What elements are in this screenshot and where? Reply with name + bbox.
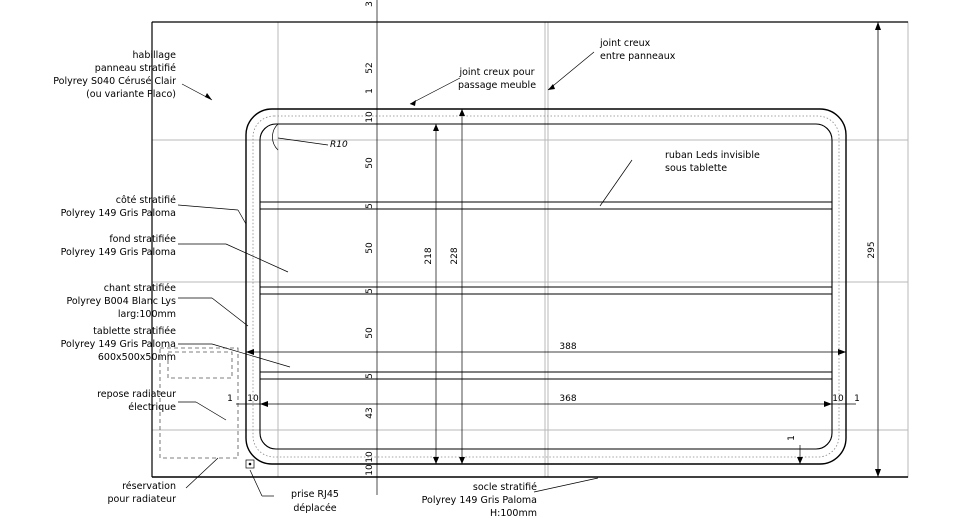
dim-right-10: 10 [832, 394, 844, 404]
dim-52: 52 [365, 62, 375, 73]
label-chant: chant stratifiée Polyrey B004 Blanc Lys … [66, 283, 176, 320]
dim-5-c: 5 [365, 373, 375, 379]
label-habillage: habillage panneau stratifié Polyrey S040… [53, 50, 176, 100]
svg-text:passage meuble: passage meuble [458, 80, 536, 91]
label-tablette: tablette stratifiée Polyrey 149 Gris Pal… [61, 326, 176, 363]
svg-text:Polyrey B004 Blanc Lys: Polyrey B004 Blanc Lys [66, 296, 176, 307]
dim-right-1: 1 [854, 394, 860, 404]
vertical-dimension-chain [372, 0, 382, 495]
dim-10-c: 10 [365, 464, 375, 476]
dim-1: 1 [365, 88, 375, 94]
arrow-joint-passage [410, 100, 416, 106]
svg-text:ruban Leds invisible: ruban Leds invisible [665, 150, 760, 161]
dim-5-a: 5 [365, 203, 375, 209]
svg-text:tablette stratifiée: tablette stratifiée [93, 326, 176, 337]
svg-text:H:100mm: H:100mm [490, 508, 537, 518]
svg-text:chant stratifiée: chant stratifiée [104, 283, 176, 294]
svg-text:(ou variante Placo): (ou variante Placo) [86, 89, 176, 100]
svg-text:pour radiateur: pour radiateur [107, 494, 176, 505]
svg-text:socle stratifié: socle stratifié [473, 482, 537, 493]
radius-leader [277, 137, 329, 146]
svg-text:600x500x50mm: 600x500x50mm [98, 352, 176, 363]
arrow-habillage [205, 93, 212, 100]
dim-bottom-1-arrow [797, 457, 803, 464]
svg-text:Polyrey 149 Gris Paloma: Polyrey 149 Gris Paloma [61, 247, 176, 258]
svg-text:électrique: électrique [128, 402, 176, 413]
svg-text:Polyrey 149 Gris Paloma: Polyrey 149 Gris Paloma [422, 495, 537, 506]
svg-text:côté stratifié: côté stratifié [116, 195, 176, 206]
svg-text:repose radiateur: repose radiateur [97, 389, 176, 400]
label-joint-panneaux: joint creux entre panneaux [599, 38, 676, 62]
svg-text:entre panneaux: entre panneaux [600, 51, 676, 62]
svg-text:larg:100mm: larg:100mm [118, 309, 176, 320]
radius-arc [272, 123, 279, 151]
dim-left-10: 10 [247, 394, 259, 404]
dim-295: 295 [867, 241, 877, 258]
dim-228: 228 [450, 247, 460, 264]
radius-label: R10 [330, 140, 348, 150]
svg-text:joint creux: joint creux [599, 38, 651, 49]
svg-text:joint creux pour: joint creux pour [458, 67, 534, 78]
vertical-dimension-texts: 3 52 1 10 50 5 50 5 50 5 43 10 10 [365, 1, 375, 476]
shelves [259, 201, 833, 380]
label-reservation: réservation pour radiateur [107, 481, 176, 505]
svg-text:Polyrey 149 Gris Paloma: Polyrey 149 Gris Paloma [61, 339, 176, 350]
svg-text:panneau stratifié: panneau stratifié [95, 63, 176, 74]
radiator-reservation [159, 347, 239, 459]
svg-text:réservation: réservation [122, 481, 176, 492]
label-joint-passage: joint creux pour passage meuble [458, 67, 536, 91]
dim-218: 218 [424, 247, 434, 264]
svg-text:habillage: habillage [133, 50, 177, 61]
dim-10-b: 10 [365, 451, 375, 463]
dim-10-top: 10 [365, 111, 375, 123]
dim-368: 368 [559, 394, 576, 404]
label-repose: repose radiateur électrique [97, 389, 176, 413]
leader-lines [177, 51, 633, 497]
width-dims [236, 349, 856, 410]
dim-50-c: 50 [365, 327, 375, 339]
label-ruban: ruban Leds invisible sous tablette [665, 150, 760, 174]
dim-388: 388 [559, 342, 576, 352]
svg-text:Polyrey 149 Gris Paloma: Polyrey 149 Gris Paloma [61, 208, 176, 219]
dim-left-1: 1 [227, 394, 233, 404]
label-prise: prise RJ45 déplacée [291, 489, 339, 514]
dim-bottom-1: 1 [787, 435, 797, 441]
dim-50-b: 50 [365, 242, 375, 254]
svg-text:déplacée: déplacée [293, 503, 336, 514]
height-dims [433, 109, 465, 464]
svg-text:sous tablette: sous tablette [665, 163, 727, 174]
label-cote: côté stratifié Polyrey 149 Gris Paloma [61, 195, 176, 219]
svg-text:prise RJ45: prise RJ45 [291, 489, 339, 500]
label-socle: socle stratifié Polyrey 149 Gris Paloma … [422, 482, 537, 518]
total-height-dim [875, 22, 881, 477]
dim-43: 43 [365, 407, 375, 418]
dim-5-b: 5 [365, 288, 375, 294]
svg-text:fond stratifiée: fond stratifiée [109, 234, 176, 245]
svg-text:Polyrey S040 Cérusé Clair: Polyrey S040 Cérusé Clair [53, 76, 176, 87]
dim-50-a: 50 [365, 157, 375, 169]
arrow-joint-panneaux [548, 84, 555, 90]
rj45-socket-icon [245, 459, 255, 469]
dim-3: 3 [365, 1, 375, 7]
label-fond: fond stratifiée Polyrey 149 Gris Paloma [61, 234, 176, 258]
